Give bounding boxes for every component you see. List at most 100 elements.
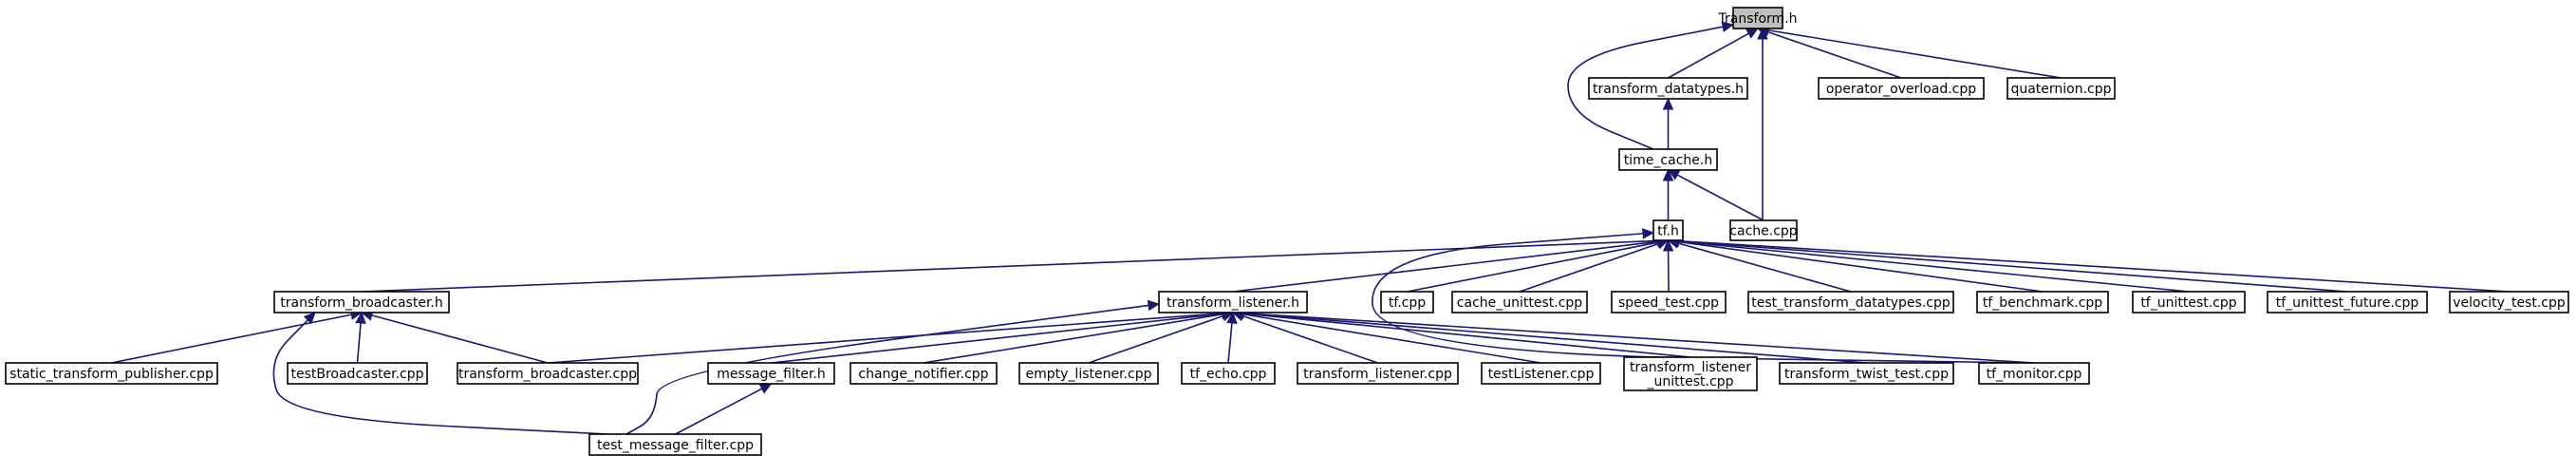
node-speed_test_cpp[interactable]: speed_test.cpp <box>1611 291 1727 314</box>
node-box <box>1623 356 1758 391</box>
node-tf_h[interactable]: tf.h <box>1652 219 1684 241</box>
edge-line <box>625 304 1150 435</box>
edge-line <box>1676 241 1852 293</box>
node-label: test_message_filter.cpp <box>597 438 754 453</box>
edge-line <box>1241 312 2035 364</box>
node-label: empty_listener.cpp <box>1026 367 1152 382</box>
node-transform_h[interactable]: Transform.h <box>1718 7 1798 29</box>
edge-tf_echo_cpp-to-transform_listener_h <box>1226 311 1238 364</box>
node-label: velocity_test.cpp <box>2453 295 2566 311</box>
node-label: transform_datatypes.h <box>1593 82 1744 97</box>
node-label: _unittest.cpp <box>1647 374 1734 390</box>
node-label: tf_benchmark.cpp <box>1983 295 2102 311</box>
node-time_cache_h[interactable]: time_cache.h <box>1618 148 1718 171</box>
node-velocity_test_cpp[interactable]: velocity_test.cpp <box>2449 291 2569 314</box>
edge-time_cache_h-to-transform_h <box>1567 21 1735 150</box>
node-static_transform_publisher_cpp[interactable]: static_transform_publisher.cpp <box>5 362 218 385</box>
node-box <box>1297 362 1459 385</box>
edge-line <box>1232 240 1659 293</box>
edge-test_message_filter_cpp-to-transform_listener_h <box>625 299 1161 435</box>
node-label: operator_overload.cpp <box>1826 82 1976 97</box>
node-label: static_transform_publisher.cpp <box>9 367 214 382</box>
node-transform_twist_test_cpp[interactable]: transform_twist_test.cpp <box>1779 362 1954 385</box>
edge-line <box>1677 239 2348 293</box>
edge-line <box>1677 240 2044 293</box>
node-box <box>273 291 450 314</box>
edge-arrowhead <box>355 311 366 324</box>
node-transform_listener_h[interactable]: transform_listener.h <box>1158 291 1308 314</box>
edge-cache_cpp-to-time_cache_h <box>1667 169 1764 221</box>
edge-quaternion_cpp-to-transform_h <box>1756 25 2062 79</box>
nodes-layer: Transform.h transform_datatypes.h operator… <box>5 7 2569 456</box>
edge-transform_broadcaster_cpp-to-transform_broadcaster_h <box>360 310 549 364</box>
edge-arrowhead <box>1745 28 1760 39</box>
node-cache_unittest_cpp[interactable]: cache_unittest.cpp <box>1451 291 1588 314</box>
node-box <box>2132 291 2246 314</box>
node-box <box>588 433 762 456</box>
edge-line <box>1766 28 2062 79</box>
edge-line <box>1241 313 1541 364</box>
node-label: change_notifier.cpp <box>858 367 988 382</box>
node-label: message_filter.h <box>717 367 826 382</box>
node-quaternion_cpp[interactable]: quaternion.cpp <box>2007 77 2116 100</box>
node-tf_cpp[interactable]: tf.cpp <box>1380 291 1434 314</box>
node-transform_listener_unittest_cpp[interactable]: transform_listener_unittest.cpp <box>1623 356 1758 391</box>
edge-line <box>547 312 1224 364</box>
node-message_filter_h[interactable]: message_filter.h <box>707 362 835 385</box>
node-test_message_filter_cpp[interactable]: test_message_filter.cpp <box>588 433 762 456</box>
node-operator_overload_cpp[interactable]: operator_overload.cpp <box>1818 77 1985 100</box>
node-box <box>1652 219 1684 241</box>
edge-line <box>1407 241 1659 293</box>
edge-test_message_filter_cpp-to-message_filter_h <box>675 383 773 435</box>
edge-arrowhead <box>1147 299 1161 312</box>
node-box <box>457 362 639 385</box>
node-test_transform_datatypes_cpp[interactable]: test_transform_datatypes.cpp <box>1747 291 1954 314</box>
edge-line <box>356 321 362 364</box>
edge-line <box>1088 314 1224 364</box>
node-box <box>1978 362 2090 385</box>
node-box <box>1818 77 1985 100</box>
edge-arrowhead <box>1662 97 1674 110</box>
edge-tf_monitor_cpp-to-tf_h <box>1372 228 2035 364</box>
node-box <box>1779 362 1954 385</box>
edge-transform_datatypes_h-to-transform_h <box>1668 28 1760 79</box>
edge-speed_test_cpp-to-tf_h <box>1662 238 1674 293</box>
edge-transform_twist_test_cpp-to-transform_listener_h <box>1231 308 1867 364</box>
edge-arrowhead <box>1662 168 1674 181</box>
node-label: test_transform_datatypes.cpp <box>1751 295 1951 311</box>
edge-time_cache_h-to-transform_datatypes_h <box>1662 97 1674 149</box>
node-label: time_cache.h <box>1624 153 1712 168</box>
edge-line <box>1675 173 1764 221</box>
edge-line <box>1677 239 2510 293</box>
node-tf_unittest_cpp[interactable]: tf_unittest.cpp <box>2132 291 2246 314</box>
node-box <box>1611 291 1727 314</box>
node-tf_monitor_cpp[interactable]: tf_monitor.cpp <box>1978 362 2090 385</box>
node-transform_broadcaster_h[interactable]: transform_broadcaster.h <box>273 291 450 314</box>
edge-line <box>1241 313 1691 358</box>
node-testListener_cpp[interactable]: testListener.cpp <box>1481 362 1601 385</box>
node-box <box>2007 77 2116 100</box>
node-box <box>1481 362 1601 385</box>
edge-arrowhead <box>1642 228 1655 239</box>
node-tf_echo_cpp[interactable]: tf_echo.cpp <box>1181 362 1276 385</box>
node-tf_unittest_future_cpp[interactable]: tf_unittest_future.cpp <box>2267 291 2428 314</box>
edge-line <box>1227 321 1233 364</box>
node-cache_cpp[interactable]: cache.cpp <box>1729 219 1798 241</box>
node-label: tf_monitor.cpp <box>1987 367 2082 382</box>
node-tf_benchmark_cpp[interactable]: tf_benchmark.cpp <box>1976 291 2109 314</box>
node-transform_broadcaster_cpp[interactable]: transform_broadcaster.cpp <box>457 362 639 385</box>
node-transform_datatypes_h[interactable]: transform_datatypes.h <box>1588 77 1748 100</box>
node-label: tf_echo.cpp <box>1190 367 1267 382</box>
node-transform_listener_cpp[interactable]: transform_listener.cpp <box>1297 362 1459 385</box>
node-change_notifier_cpp[interactable]: change_notifier.cpp <box>849 362 998 385</box>
node-box <box>1018 362 1159 385</box>
node-box <box>707 362 835 385</box>
node-empty_listener_cpp[interactable]: empty_listener.cpp <box>1018 362 1159 385</box>
node-testBroadcaster_cpp[interactable]: testBroadcaster.cpp <box>287 362 428 385</box>
node-box <box>1380 291 1434 314</box>
node-box <box>1451 291 1588 314</box>
edge-arrowhead <box>1226 311 1238 324</box>
edge-line <box>1519 242 1660 293</box>
node-label: tf_unittest.cpp <box>2140 295 2236 311</box>
